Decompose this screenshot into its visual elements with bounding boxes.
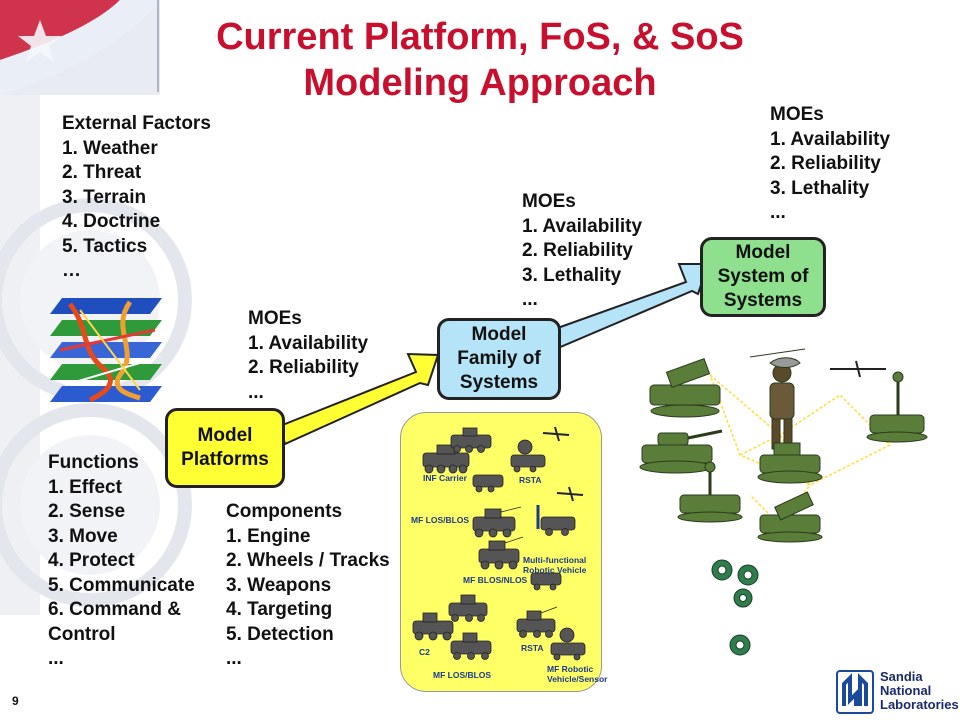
component-item: 2. Wheels / Tracks: [226, 550, 390, 571]
moes-family-item: ...: [522, 289, 538, 310]
moes-sos-item: 3. Lethality: [770, 177, 870, 199]
external-factor-item: 5. Tactics: [62, 235, 148, 257]
moes-family-item: 2. Reliability: [522, 240, 633, 261]
functions-list: Functions 1. Effect 2. Sense 3. Move 4. …: [48, 451, 195, 672]
sos-box-line-3: Systems: [723, 290, 803, 311]
page-number: 9: [12, 694, 19, 708]
label-mf-los-blos-bottom: MF LOS/BLOS: [433, 670, 492, 680]
label-multi-functional-2: Robotic Vehicle: [523, 565, 587, 575]
moes-family-heading: MOEs: [522, 191, 576, 212]
functions-heading: Functions: [48, 452, 139, 473]
label-mf-los-blos-top: MF LOS/BLOS: [411, 515, 470, 525]
component-item: 4. Targeting: [226, 599, 333, 620]
family-box-line-1: Model: [471, 324, 527, 345]
function-item: 6. Command &: [48, 599, 182, 620]
components-heading: Components: [226, 501, 343, 522]
function-item: 4. Protect: [48, 550, 135, 571]
system-of-systems-illustration: [639, 348, 928, 656]
moes-platform-item: 2. Reliability: [248, 357, 359, 378]
sandia-thunderbird-icon: [836, 670, 874, 714]
external-factor-item: 2. Threat: [62, 162, 142, 183]
title-line-1: Current Platform, FoS, & SoS: [216, 16, 744, 58]
external-factor-item: 3. Terrain: [62, 186, 147, 208]
platforms-box-line-1: Model: [197, 425, 253, 446]
logo-line-2: National: [880, 683, 932, 698]
moes-family-list: MOEs 1. Availability 2. Reliability 3. L…: [522, 190, 642, 313]
label-mf-blos-nlos: MF BLOS/NLOS: [463, 575, 528, 585]
component-item: 1. Engine: [226, 525, 311, 547]
label-rsta-bottom: RSTA: [521, 643, 544, 653]
function-item: Control: [48, 623, 116, 645]
component-item: ...: [226, 648, 242, 669]
function-item: 5. Communicate: [48, 574, 195, 596]
moes-platform-list: MOEs 1. Availability 2. Reliability ...: [248, 307, 368, 405]
label-mf-robotic-2: Vehicle/Sensor: [547, 674, 608, 684]
component-item: 3. Weapons: [226, 574, 332, 596]
platforms-box-line-2: Platforms: [181, 449, 269, 470]
external-factor-item: …: [62, 260, 81, 281]
network-stack-image: [50, 298, 162, 403]
model-family-box: Model Family of Systems: [437, 318, 561, 400]
moes-platform-item: ...: [248, 381, 264, 403]
function-item: ...: [48, 648, 64, 669]
function-item: 2. Sense: [48, 501, 126, 522]
sos-box-line-1: Model: [735, 242, 791, 263]
model-sos-box: Model System of Systems: [700, 237, 826, 317]
label-inf-carrier: INF Carrier: [423, 473, 467, 483]
components-list: Components 1. Engine 2. Wheels / Tracks …: [226, 500, 390, 672]
external-factors-heading: External Factors: [62, 113, 211, 134]
label-mf-robotic-1: MF Robotic: [547, 664, 594, 674]
label-multi-functional-1: Multi-functional: [523, 555, 587, 565]
slide-title: Current Platform, FoS, & SoS Modeling Ap…: [150, 14, 810, 106]
moes-family-item: 1. Availability: [522, 215, 643, 237]
logo-line-3: Laboratories: [880, 697, 959, 712]
moes-sos-item: ...: [770, 202, 786, 223]
moes-sos-item: 1. Availability: [770, 128, 891, 150]
family-box-line-2: Family of: [457, 348, 541, 369]
moes-family-item: 3. Lethality: [522, 264, 622, 286]
vehicle-family-panel: INF Carrier RSTA MF LOS/BLOS Multi-funct…: [400, 412, 607, 692]
moes-sos-list: MOEs 1. Availability 2. Reliability 3. L…: [770, 103, 890, 226]
model-platforms-box: Model Platforms: [165, 408, 285, 488]
function-item: 1. Effect: [48, 476, 122, 498]
moes-platform-heading: MOEs: [248, 308, 302, 329]
label-rsta-top: RSTA: [519, 475, 542, 485]
moes-sos-heading: MOEs: [770, 104, 824, 125]
external-factors-list: External Factors 1. Weather 2. Threat 3.…: [62, 112, 211, 284]
moes-platform-item: 1. Availability: [248, 332, 369, 354]
title-line-2: Modeling Approach: [303, 62, 657, 104]
sandia-logo: Sandia National Laboratories: [836, 668, 959, 716]
external-factor-item: 4. Doctrine: [62, 211, 161, 232]
component-item: 5. Detection: [226, 623, 334, 645]
arrow-platform-to-family: [278, 352, 440, 446]
vehicle-illustrations: [412, 426, 586, 661]
moes-sos-item: 2. Reliability: [770, 153, 881, 174]
label-c2: C2: [419, 647, 430, 657]
function-item: 3. Move: [48, 525, 118, 547]
external-factor-item: 1. Weather: [62, 137, 158, 159]
logo-line-1: Sandia: [880, 669, 923, 684]
sos-box-line-2: System of: [717, 266, 809, 287]
family-box-line-3: Systems: [459, 372, 539, 393]
